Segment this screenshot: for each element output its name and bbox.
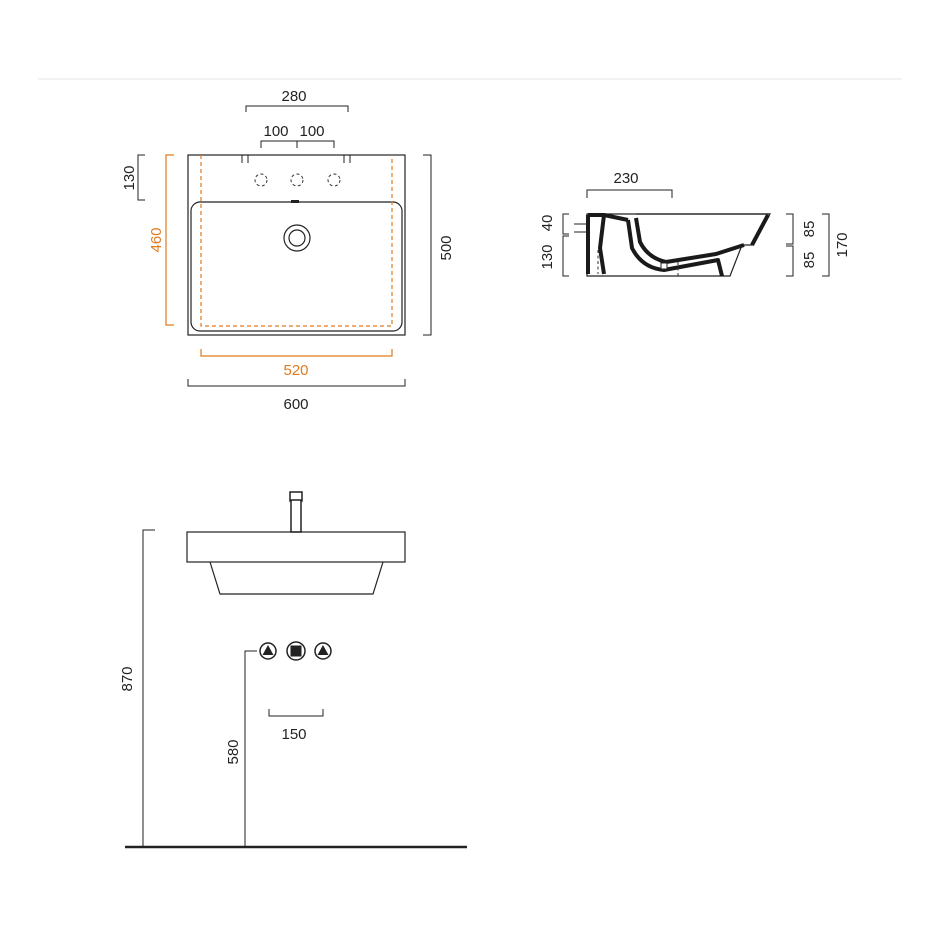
faucet-body: [290, 499, 302, 533]
dim-130-side-line: [562, 235, 569, 277]
drain-outer: [283, 224, 311, 252]
dim-85-upper-line: [786, 213, 794, 245]
dim-500-label: 500: [438, 235, 455, 260]
dim-460-line: [165, 154, 174, 326]
drain-inner: [288, 229, 306, 247]
dim-170-label: 170: [834, 232, 851, 257]
top-view: 280 100 100 130 460 500 52: [121, 88, 455, 413]
front-elevation: 870 580 150: [119, 491, 467, 849]
dim-150-label: 150: [281, 726, 306, 743]
dim-130-line: [137, 154, 145, 201]
section-ticks: [574, 223, 588, 233]
dim-130-label: 130: [121, 165, 138, 190]
overflow-slot: [291, 200, 299, 203]
dim-85-lower-label: 85: [801, 252, 818, 269]
dim-40-label: 40: [539, 215, 556, 232]
section-drain-hole: [660, 262, 668, 270]
hot-supply-icon: [259, 642, 277, 660]
dim-230-label: 230: [613, 170, 638, 187]
cold-supply-icon: [314, 642, 332, 660]
dim-100-left-label: 100: [263, 123, 288, 140]
dim-520-label: 520: [283, 362, 308, 379]
basin-front-bowl: [209, 561, 384, 595]
dim-870-label: 870: [119, 666, 136, 691]
dim-600-line: [187, 379, 406, 387]
basin-bowl: [190, 201, 403, 332]
tap-hole-center: [290, 173, 304, 187]
basin-outline: [187, 154, 406, 336]
tap-marks-left: [241, 155, 249, 163]
dim-85-upper-label: 85: [801, 221, 818, 238]
dim-130-side-label: 130: [539, 244, 556, 269]
dim-580-label: 580: [225, 739, 242, 764]
section-inner-top: [603, 213, 629, 222]
tap-hole-right: [327, 173, 341, 187]
section-hatch: [597, 250, 679, 276]
drain-icon: [286, 641, 306, 661]
dim-85-lower-line: [786, 245, 794, 277]
dim-870-line: [142, 529, 155, 847]
dim-150-line: [268, 709, 324, 717]
dim-280-label: 280: [281, 88, 306, 105]
dim-170-line: [822, 213, 830, 277]
dim-280-line: [245, 105, 349, 112]
side-section-view: 230 40 130 85 85 170: [539, 170, 851, 277]
dim-100-right-label: 100: [299, 123, 324, 140]
tap-hole-left: [254, 173, 268, 187]
dim-500-line: [423, 154, 432, 336]
dim-460-label: 460: [148, 227, 165, 252]
dim-100-100-line: [260, 140, 335, 148]
dim-600-label: 600: [283, 396, 308, 413]
dim-580-line: [244, 650, 257, 847]
basin-front-rim: [186, 531, 406, 563]
inner-cutout-outline: [200, 155, 393, 327]
tap-marks-right: [343, 155, 351, 163]
dim-230-line: [586, 189, 673, 198]
dim-520-line: [200, 349, 393, 357]
section-wall-profile: [586, 213, 770, 277]
dim-40-line: [562, 213, 569, 235]
